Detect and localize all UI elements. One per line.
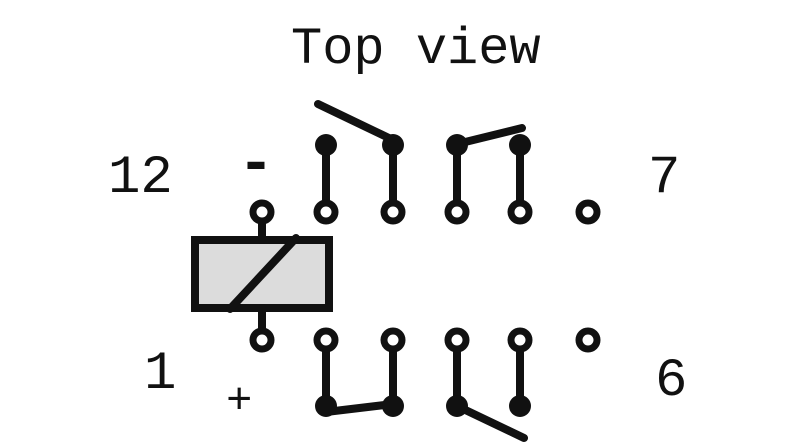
pin-label-12: 12 bbox=[108, 148, 173, 209]
negative-polarity-label: - bbox=[238, 132, 275, 200]
pin-pad bbox=[575, 327, 601, 353]
coil-diagonal bbox=[226, 234, 300, 313]
bottom-contact-point bbox=[315, 395, 337, 417]
top-switch-arm bbox=[314, 100, 397, 144]
diagram-title: Top view bbox=[291, 20, 541, 79]
pin-pad bbox=[380, 327, 406, 353]
pin-pad bbox=[249, 327, 275, 353]
bottom-contact-point bbox=[382, 395, 404, 417]
top-contact-point bbox=[315, 134, 337, 156]
pin-pad bbox=[249, 199, 275, 225]
pin-pad bbox=[507, 327, 533, 353]
bottom-contact-point bbox=[509, 395, 531, 417]
bottom-contact-point bbox=[446, 395, 468, 417]
top-contact-point bbox=[509, 134, 531, 156]
pin-pad bbox=[507, 199, 533, 225]
pin-pad bbox=[380, 199, 406, 225]
bottom-bridge bbox=[322, 400, 397, 416]
top-bridge bbox=[453, 124, 526, 148]
pin-label-7: 7 bbox=[648, 148, 681, 209]
pin-pad bbox=[444, 327, 470, 353]
pin-label-1: 1 bbox=[144, 344, 177, 405]
bottom-switch-arm bbox=[453, 402, 528, 442]
pin-pad bbox=[313, 199, 339, 225]
positive-polarity-label: + bbox=[226, 377, 253, 427]
top-contact-point bbox=[446, 134, 468, 156]
pin-pad bbox=[575, 199, 601, 225]
pin-pad bbox=[313, 327, 339, 353]
pin-pad bbox=[444, 199, 470, 225]
pin-label-6: 6 bbox=[655, 351, 688, 412]
top-contact-point bbox=[382, 134, 404, 156]
